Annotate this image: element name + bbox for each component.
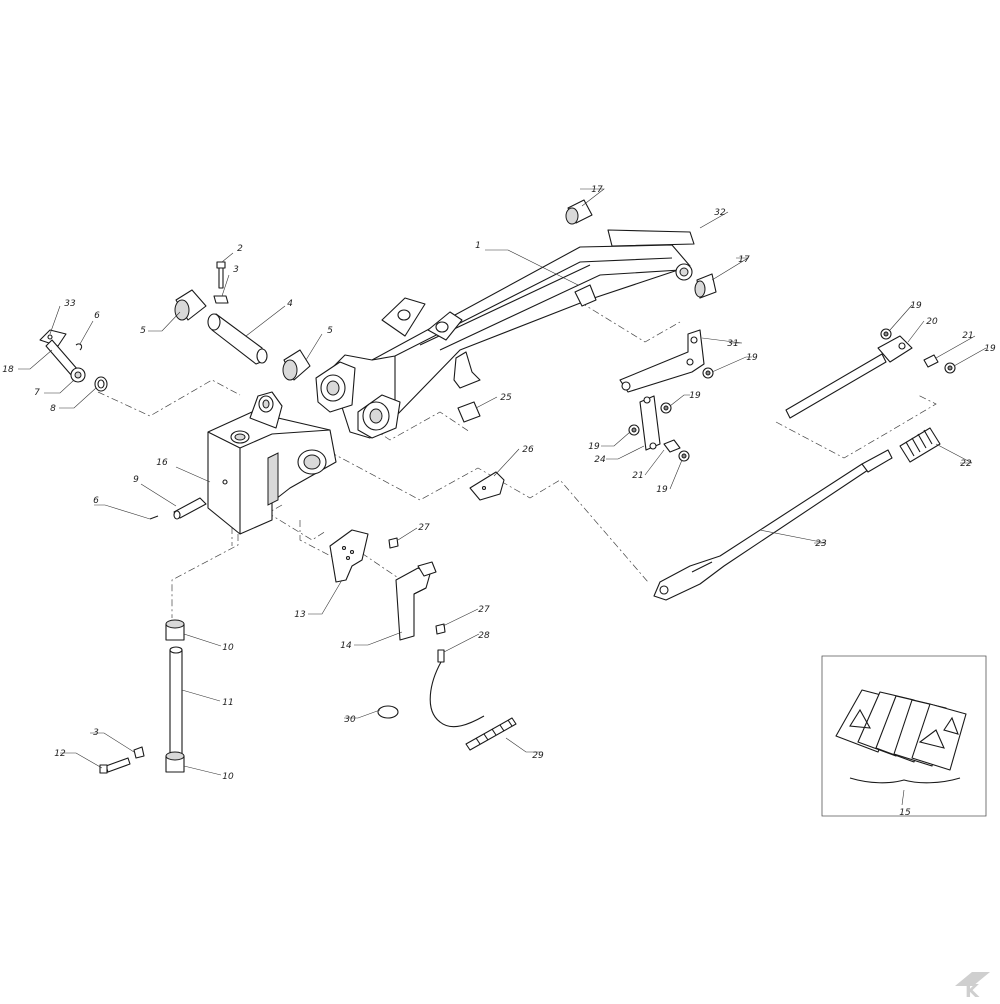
nut-27-lower [435,623,446,635]
callout-c21b: 21 [632,471,643,481]
bush-17-upper [565,199,593,225]
callout-c16: 16 [156,458,168,468]
spring-22 [899,427,941,463]
callout-c14: 14 [340,641,352,651]
rod-20 [785,335,913,419]
callout-c19f: 19 [984,344,996,354]
bush-5-right [282,349,311,381]
cable-28 [429,649,485,728]
link-24 [639,395,661,451]
callout-c3a: 3 [233,265,239,275]
nut-3-lower [133,746,145,759]
callout-c19c: 19 [689,391,701,401]
pin-9 [173,497,207,520]
callout-c19d: 19 [588,442,600,452]
callout-c17a: 17 [591,185,603,195]
item-30 [377,705,399,719]
nut-27-upper [388,537,399,549]
logo-mark: K [965,981,980,1000]
clip-6-upper [75,343,83,351]
callout-c10b: 10 [222,772,234,782]
pin-21-mid [663,439,681,453]
bush-10-bottom [165,751,185,773]
callout-c26: 26 [522,445,534,455]
leader-lines [18,188,987,806]
callout-c1: 1 [475,241,481,251]
washer-19-link-left [628,424,640,436]
brand-logo: K [955,972,990,1002]
callout-c3b: 3 [93,728,99,738]
washer-19-rod-left [880,328,892,340]
callout-c27b: 27 [478,605,490,615]
pin-21-right [923,354,939,368]
clip-6-lower [149,515,159,520]
bolt-2 [216,261,226,289]
callout-c8: 8 [50,404,56,414]
callout-c12: 12 [54,749,66,759]
tube-11 [169,646,183,761]
callout-c19b: 19 [746,353,758,363]
washer-19-link-mid [660,402,672,414]
bush-17-lower [694,273,717,299]
link-31 [619,329,705,393]
callout-c21a: 21 [962,331,973,341]
callout-c10a: 10 [222,643,234,653]
callout-c33: 33 [64,299,76,309]
callout-c6a: 6 [94,311,100,321]
washer-7 [70,367,86,383]
callout-c5b: 5 [327,326,333,336]
callout-c29: 29 [532,751,544,761]
callout-c30: 30 [344,715,356,725]
bolt-12 [99,757,131,774]
callout-c24: 24 [594,455,606,465]
callout-c9: 9 [133,475,139,485]
bush-10-top [165,619,185,641]
callout-c5a: 5 [140,326,146,336]
callout-c15: 15 [899,808,911,818]
callout-c28: 28 [478,631,490,641]
callout-c17b: 17 [738,255,750,265]
plate-14 [395,561,437,641]
pin-4 [207,313,268,365]
pivot-pin-18 [39,329,79,377]
callout-c22: 22 [960,459,972,469]
bracket-25 [453,351,481,423]
callout-c32: 32 [714,208,726,218]
callout-c19a: 19 [910,301,922,311]
callout-c27a: 27 [418,523,430,533]
nut-3-upper [213,295,229,304]
main-boom [315,229,695,439]
washer-19-link-bottom [678,450,690,462]
callout-c6b: 6 [93,496,99,506]
bracket-16 [207,391,337,535]
callout-c19e: 19 [656,485,668,495]
washer-19-rod-right [944,362,956,374]
callout-c2: 2 [237,244,243,254]
bracket-26 [469,471,505,501]
callout-c20: 20 [926,317,938,327]
callout-c23: 23 [815,539,827,549]
callout-c31: 31 [727,339,738,349]
assembly-lines [97,301,937,618]
ring-8 [94,376,108,392]
callout-c4: 4 [287,299,293,309]
washer-19-link-top [702,367,714,379]
spring-29 [465,717,517,751]
callout-c25: 25 [500,393,512,403]
decal-kit-15 [821,655,987,817]
callout-c18: 18 [2,365,14,375]
callout-c11: 11 [222,698,233,708]
callout-c13: 13 [294,610,306,620]
bush-5-left [174,289,207,321]
lever-23 [653,449,893,601]
callout-c7: 7 [34,388,40,398]
plate-13 [329,529,369,583]
